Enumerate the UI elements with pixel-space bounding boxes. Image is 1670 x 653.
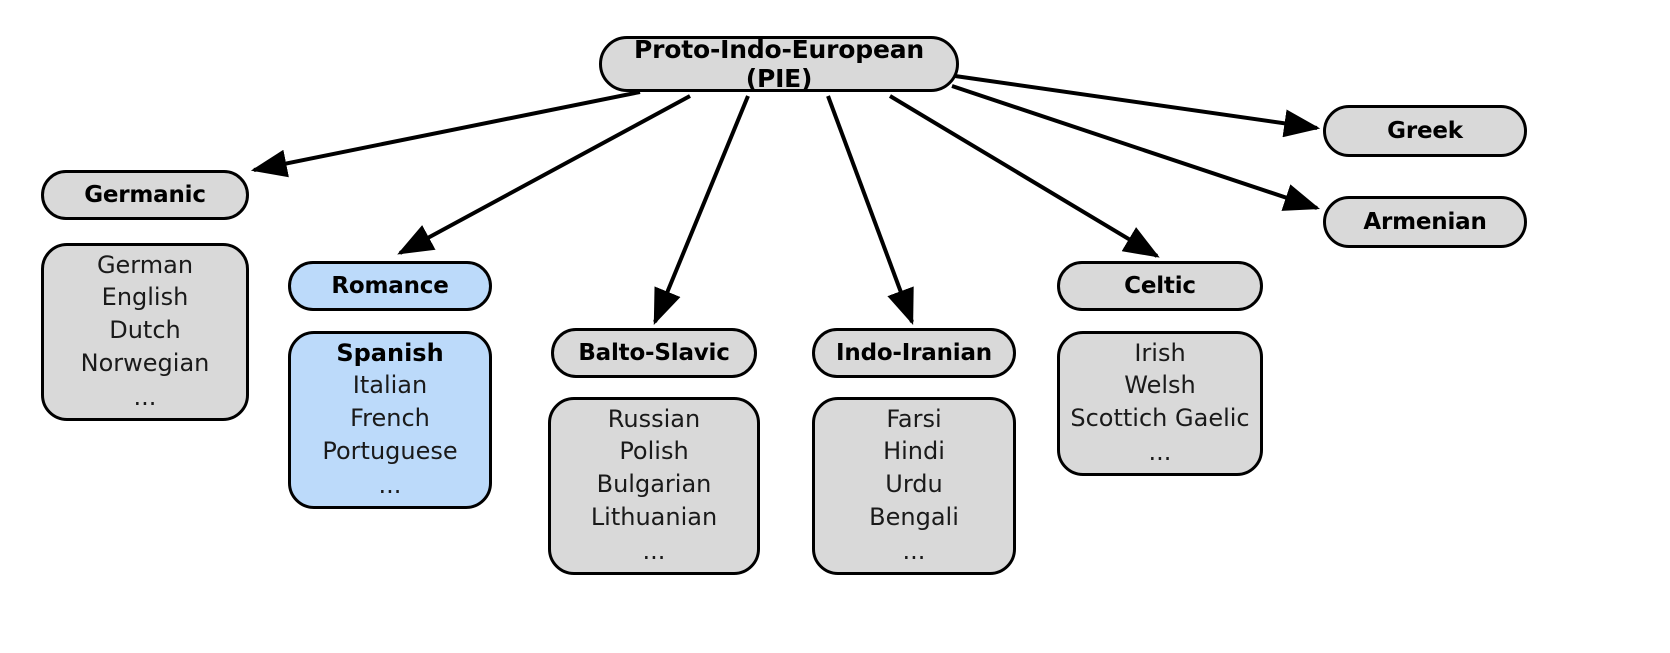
node-label-greek: Greek [1387,118,1463,144]
node-languages-germanic[interactable]: German English Dutch Norwegian ... [41,243,249,421]
language-item: French [350,404,430,432]
edge-root-to-germanic [250,90,641,178]
node-branch-greek[interactable]: Greek [1323,105,1527,157]
language-ellipsis: ... [902,537,926,566]
node-languages-balto-slavic[interactable]: Russian Polish Bulgarian Lithuanian ... [548,397,760,575]
language-item: Bengali [869,502,959,531]
node-languages-romance[interactable]: Spanish Italian French Portuguese ... [288,331,492,509]
language-item: Welsh [1124,371,1196,400]
node-label-romance: Romance [331,273,449,299]
language-item-highlighted: Spanish [336,338,444,367]
language-ellipsis: ... [642,537,666,566]
language-item: English [101,283,189,312]
language-item: Scottich Gaelic [1070,403,1250,432]
node-label-germanic: Germanic [84,182,206,208]
edge-root-to-greek [954,74,1321,138]
node-branch-romance[interactable]: Romance [288,261,492,311]
node-branch-celtic[interactable]: Celtic [1057,261,1263,311]
language-item: Italian [352,371,428,400]
language-item: Portuguese [322,436,458,465]
node-branch-germanic[interactable]: Germanic [41,170,249,220]
language-item: Farsi [886,404,942,433]
language-item: Irish [1134,338,1186,367]
node-label-indo-iranian: Indo-Iranian [836,340,992,366]
edge-root-to-indo-iranian [826,95,914,325]
node-label-celtic: Celtic [1124,273,1196,299]
edge-root-to-balto-slavic [653,95,750,325]
node-languages-indo-iranian[interactable]: Farsi Hindi Urdu Bengali ... [812,397,1016,575]
language-item: Dutch [109,316,181,344]
language-item: Norwegian [80,348,210,377]
node-languages-celtic[interactable]: Irish Welsh Scottich Gaelic ... [1057,331,1263,476]
edge-root-to-romance [397,94,691,255]
edge-root-to-armenian [951,84,1321,211]
edge-root-to-celtic [888,94,1160,258]
language-item: Russian [607,404,701,433]
node-branch-indo-iranian[interactable]: Indo-Iranian [812,328,1016,378]
node-label-root: Proto-Indo-European (PIE) [634,35,924,93]
language-ellipsis: ... [1148,438,1172,467]
node-label-armenian: Armenian [1363,209,1487,235]
language-ellipsis: ... [133,383,157,412]
node-label-balto-slavic: Balto-Slavic [578,340,730,366]
language-item: Urdu [885,470,943,498]
node-proto-indo-european[interactable]: Proto-Indo-European (PIE) [599,35,959,93]
language-item: Lithuanian [590,502,718,531]
language-item: German [96,250,194,279]
node-branch-armenian[interactable]: Armenian [1323,196,1527,248]
language-ellipsis: ... [378,471,402,500]
node-branch-balto-slavic[interactable]: Balto-Slavic [551,328,757,378]
language-item: Polish [619,437,689,466]
language-item: Bulgarian [596,470,712,498]
language-item: Hindi [883,437,945,466]
